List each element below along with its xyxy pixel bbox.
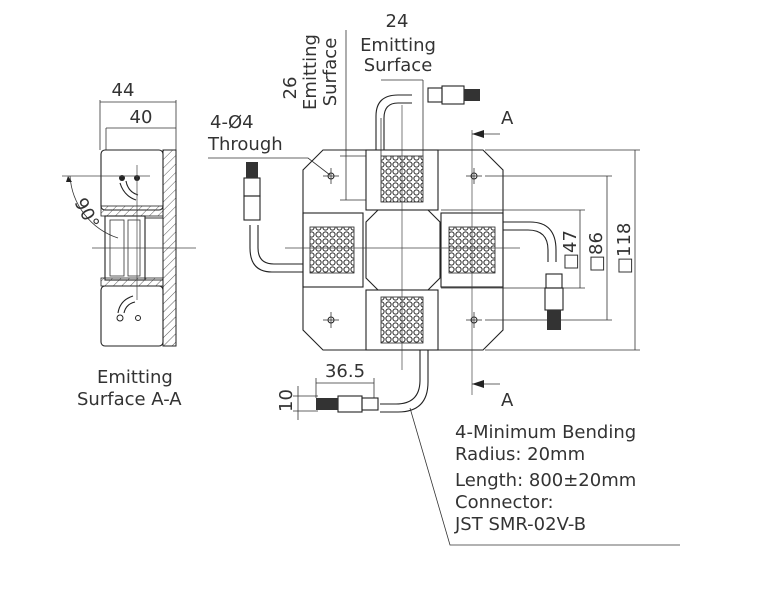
dim-118-label: □118	[614, 223, 635, 274]
svg-text:Surface: Surface	[364, 55, 433, 76]
section-mark-bottom: A	[501, 390, 514, 411]
dim-10-label: 10	[276, 389, 297, 412]
svg-text:Emitting: Emitting	[300, 34, 321, 110]
cable-bottom	[380, 350, 421, 405]
cable-left	[249, 225, 303, 273]
side-view-caption-line2: Surface A-A	[77, 389, 182, 410]
mount-hole-icon	[323, 168, 482, 328]
angle-arc	[69, 175, 119, 239]
note-line1: 4-Minimum Bending	[455, 422, 637, 443]
note-line2: Radius: 20mm	[455, 444, 586, 465]
dim-36-5-label: 36.5	[325, 361, 365, 382]
note-line4: Connector:	[455, 492, 554, 513]
note-line5: JST SMR-02V-B	[455, 514, 587, 535]
cable-top	[375, 94, 412, 150]
svg-text:Emitting: Emitting	[360, 35, 436, 56]
side-view	[62, 100, 196, 347]
dim-24-label: 24	[386, 11, 409, 32]
center-window	[365, 209, 441, 291]
hole-note-line1: 4-Ø4	[210, 112, 254, 133]
dim-44-label: 44	[112, 80, 135, 101]
section-mark-top: A	[501, 108, 514, 129]
svg-text:Surface: Surface	[320, 38, 341, 107]
angle-label: 90°	[70, 194, 104, 232]
dim-86-label: □86	[586, 232, 607, 272]
note-line3: Length: 800±20mm	[455, 470, 637, 491]
dim-47-label: □47	[560, 230, 581, 270]
dim-40-label: 40	[130, 107, 153, 128]
emitting-surface-left	[309, 226, 355, 274]
dim-26-label: 26	[280, 77, 301, 100]
side-view-caption-line1: Emitting	[97, 367, 173, 388]
note-leader	[409, 407, 680, 546]
front-view	[208, 30, 680, 546]
hole-note-line2: Through	[207, 134, 283, 155]
cable-right	[503, 221, 557, 262]
